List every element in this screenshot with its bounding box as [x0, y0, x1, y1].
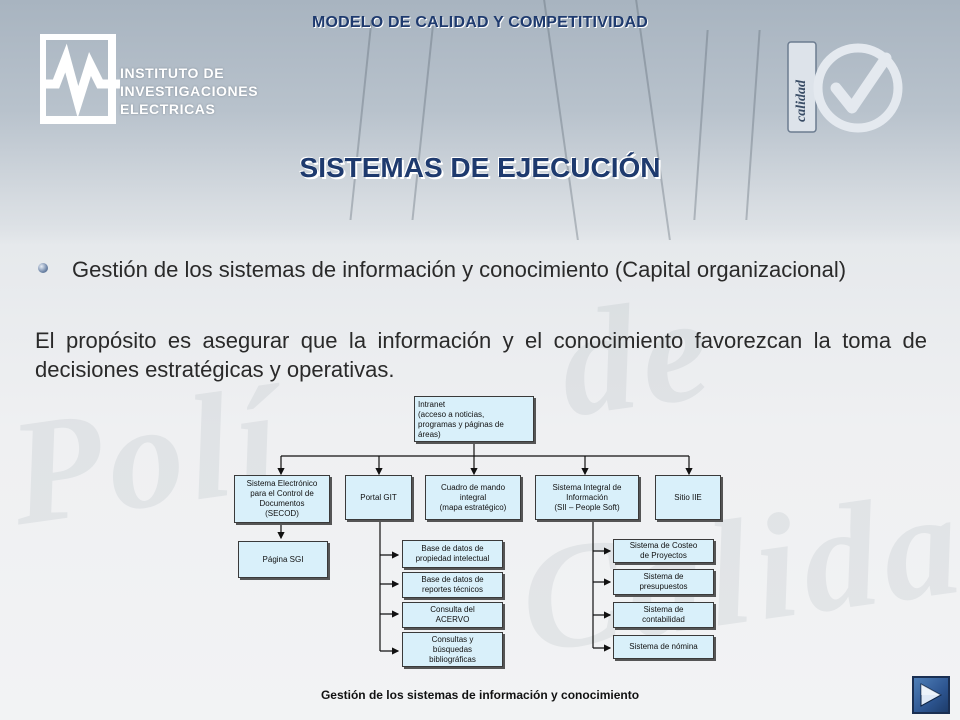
- iie-logo-mark-icon: [38, 32, 120, 124]
- sii-box: Sistema Integral de Información (SII – P…: [535, 475, 639, 520]
- bullet-item: Gestión de los sistemas de información y…: [38, 255, 868, 284]
- next-arrow-icon: [920, 683, 943, 707]
- cuadro-mando-box: Cuadro de mando integral (mapa estratégi…: [425, 475, 521, 520]
- header-title: MODELO DE CALIDAD Y COMPETITIVIDAD: [311, 14, 648, 31]
- bullet-icon: [38, 263, 48, 273]
- consulta-acervo-box: Consulta del ACERVO: [402, 602, 503, 628]
- logo-line: INSTITUTO DE: [120, 65, 225, 81]
- reportes-tecnicos-box: Base de datos de reportes técnicos: [402, 572, 503, 598]
- purpose-paragraph: El propósito es asegurar que la informac…: [35, 328, 927, 382]
- iie-logo-text: INSTITUTO DE INVESTIGACIONES ELECTRICAS: [120, 64, 258, 118]
- intranet-box: Intranet (acceso a noticias, programas y…: [414, 396, 534, 442]
- secod-box: Sistema Electrónico para el Control de D…: [234, 475, 330, 523]
- costeo-proyectos-box: Sistema de Costeo de Proyectos: [613, 539, 714, 563]
- pagina-sgi-box: Página SGI: [238, 541, 328, 578]
- nomina-box: Sistema de nómina: [613, 635, 714, 659]
- logo-line: ELECTRICAS: [120, 101, 216, 117]
- bullet-text: Gestión de los sistemas de información y…: [72, 257, 847, 282]
- calidad-seal: calidad: [786, 38, 906, 138]
- diagram-caption: Gestión de los sistemas de información y…: [320, 688, 640, 702]
- section-title: SISTEMAS DE EJECUCIÓN: [299, 152, 661, 183]
- next-slide-button[interactable]: [912, 676, 950, 714]
- presupuestos-box: Sistema de presupuestos: [613, 569, 714, 595]
- logo-line: INVESTIGACIONES: [120, 83, 259, 99]
- propiedad-intelectual-box: Base de datos de propiedad intelectual: [402, 540, 503, 568]
- calidad-seal-icon: [787, 41, 903, 133]
- iie-logo: INSTITUTO DE INVESTIGACIONES ELECTRICAS: [38, 32, 270, 124]
- contabilidad-box: Sistema de contabilidad: [613, 602, 714, 628]
- consultas-busquedas-box: Consultas y búsquedas bibliográficas: [402, 632, 503, 667]
- portal-git-box: Portal GIT: [345, 475, 412, 520]
- sitio-iie-box: Sitio IIE: [655, 475, 721, 520]
